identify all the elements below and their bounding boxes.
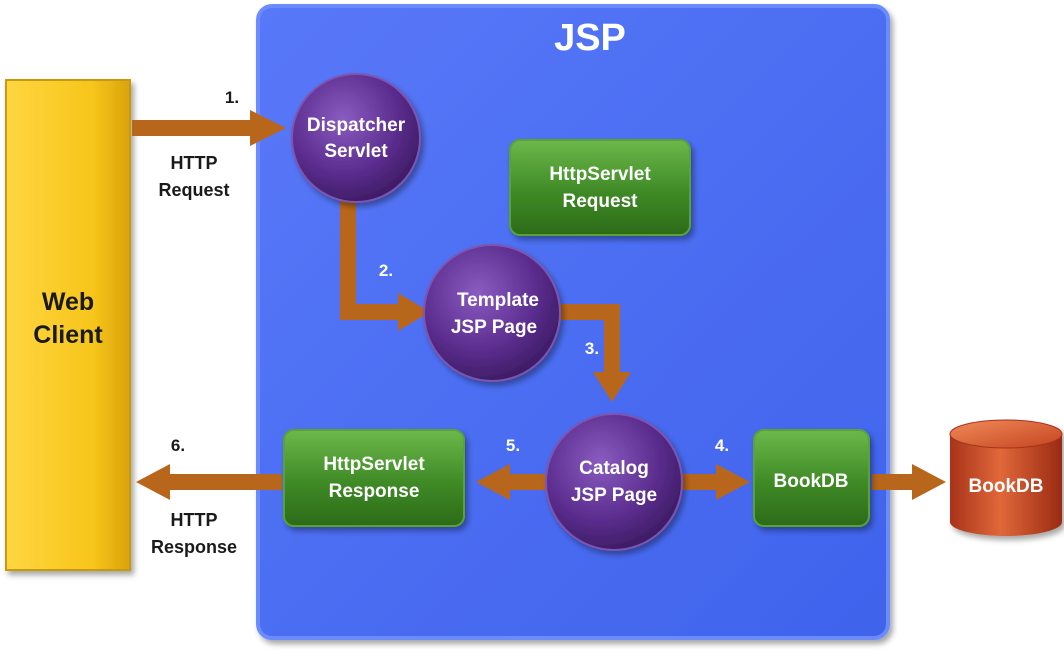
template-jsp-page-node (423, 244, 561, 382)
catalog-jsp-page-label-line2: JSP Page (571, 485, 657, 506)
step-6-label: 6. (171, 436, 185, 455)
catalog-jsp-page-node (545, 413, 683, 551)
step-3-label: 3. (585, 339, 599, 358)
dispatcher-servlet-label-line2: Servlet (324, 141, 388, 162)
web-client (5, 79, 131, 571)
arrow-step-5 (476, 464, 548, 500)
template-jsp-page-label-line2: JSP Page (451, 317, 537, 338)
http-response-label-line1: HTTP (171, 510, 218, 530)
arrow-step-1 (132, 110, 286, 146)
bookdb-component-label: BookDB (774, 471, 849, 492)
web-client-label-line2: Client (33, 321, 103, 349)
httpservlet-response-label-line1: HttpServlet (323, 454, 425, 475)
httpservlet-request-node (509, 139, 691, 236)
step-4-label: 4. (715, 436, 729, 455)
dispatcher-servlet-node (291, 73, 421, 203)
httpservlet-request-label-line2: Request (563, 191, 639, 212)
arrow-step-3 (548, 304, 631, 402)
step-5-label: 5. (506, 436, 520, 455)
web-client-label-line1: Web (42, 288, 94, 316)
bookdb-database-label: BookDB (969, 476, 1044, 497)
http-response-label-line2: Response (151, 537, 237, 557)
httpservlet-response-node (283, 429, 465, 527)
jsp-container-title: JSP (554, 17, 626, 59)
dispatcher-servlet-label-line1: Dispatcher (307, 115, 406, 136)
arrow-step-2 (340, 200, 430, 331)
arrow-step-6 (136, 464, 282, 500)
catalog-jsp-page-label-line1: Catalog (579, 458, 649, 479)
bookdb-database-node (949, 419, 1063, 536)
http-request-label-line1: HTTP (171, 153, 218, 173)
http-request-label-line2: Request (158, 180, 229, 200)
arrow-bookdb-to-database (872, 464, 946, 500)
bookdb-component-node (753, 429, 870, 527)
flow-arrows (132, 110, 946, 500)
arrow-step-4 (680, 464, 750, 500)
httpservlet-response-label-line2: Response (329, 481, 420, 502)
template-jsp-page-label-line1: Template (457, 290, 539, 311)
httpservlet-request-label-line1: HttpServlet (549, 164, 651, 185)
step-2-label: 2. (379, 261, 393, 280)
step-1-label: 1. (225, 88, 239, 107)
